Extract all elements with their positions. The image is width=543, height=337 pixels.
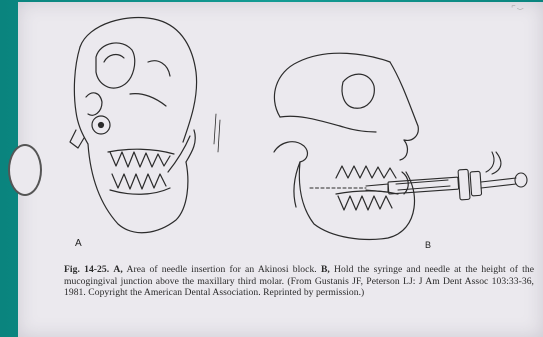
- figure-label-a: A: [75, 238, 82, 249]
- figure-caption: Fig. 14-25. A, Area of needle insertion …: [64, 264, 534, 299]
- caption-part-a-text: Area of needle insertion for an Akinosi …: [126, 264, 316, 275]
- caption-fig-number: Fig. 14-25.: [64, 264, 109, 275]
- skull-illustration-b: [274, 53, 527, 239]
- caption-part-a-label: A,: [113, 264, 122, 275]
- caption-part-b-label: B,: [321, 264, 330, 275]
- skull-illustration-a: [70, 18, 197, 233]
- book-page: ⌐ ‿: [18, 2, 543, 337]
- illustration: [18, 2, 543, 260]
- figure-label-b: B: [425, 240, 431, 250]
